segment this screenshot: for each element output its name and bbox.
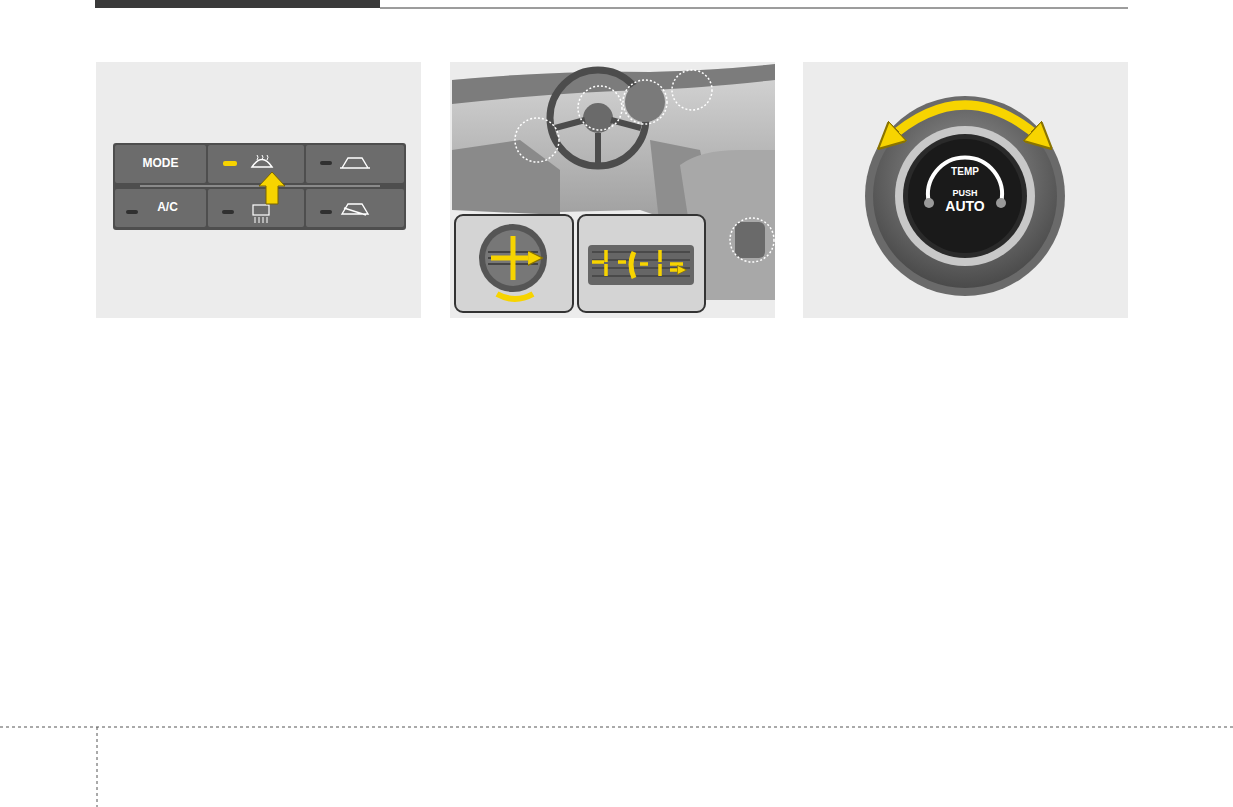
control-panel [113,143,406,230]
figure-panel [450,62,775,318]
figure-panel [803,62,1128,318]
panel-label: AUTO [945,199,984,214]
panel-label: MODE [143,157,179,170]
panel-label: PUSH [952,189,977,199]
dashboard-illustration [452,64,775,312]
ac-button: A/C [115,189,206,227]
header-rule [380,8,1128,9]
header-bar [95,0,380,8]
knob-face: TEMP PUSHAUTO [915,140,1015,240]
figure-panel [96,62,421,318]
mode-button: MODE [115,145,206,183]
panel-label: TEMP [951,166,979,177]
footer-divider [97,727,98,807]
panel-label: A/C [157,201,178,214]
footer-rule [0,727,1233,728]
temperature-knob [865,96,1065,296]
